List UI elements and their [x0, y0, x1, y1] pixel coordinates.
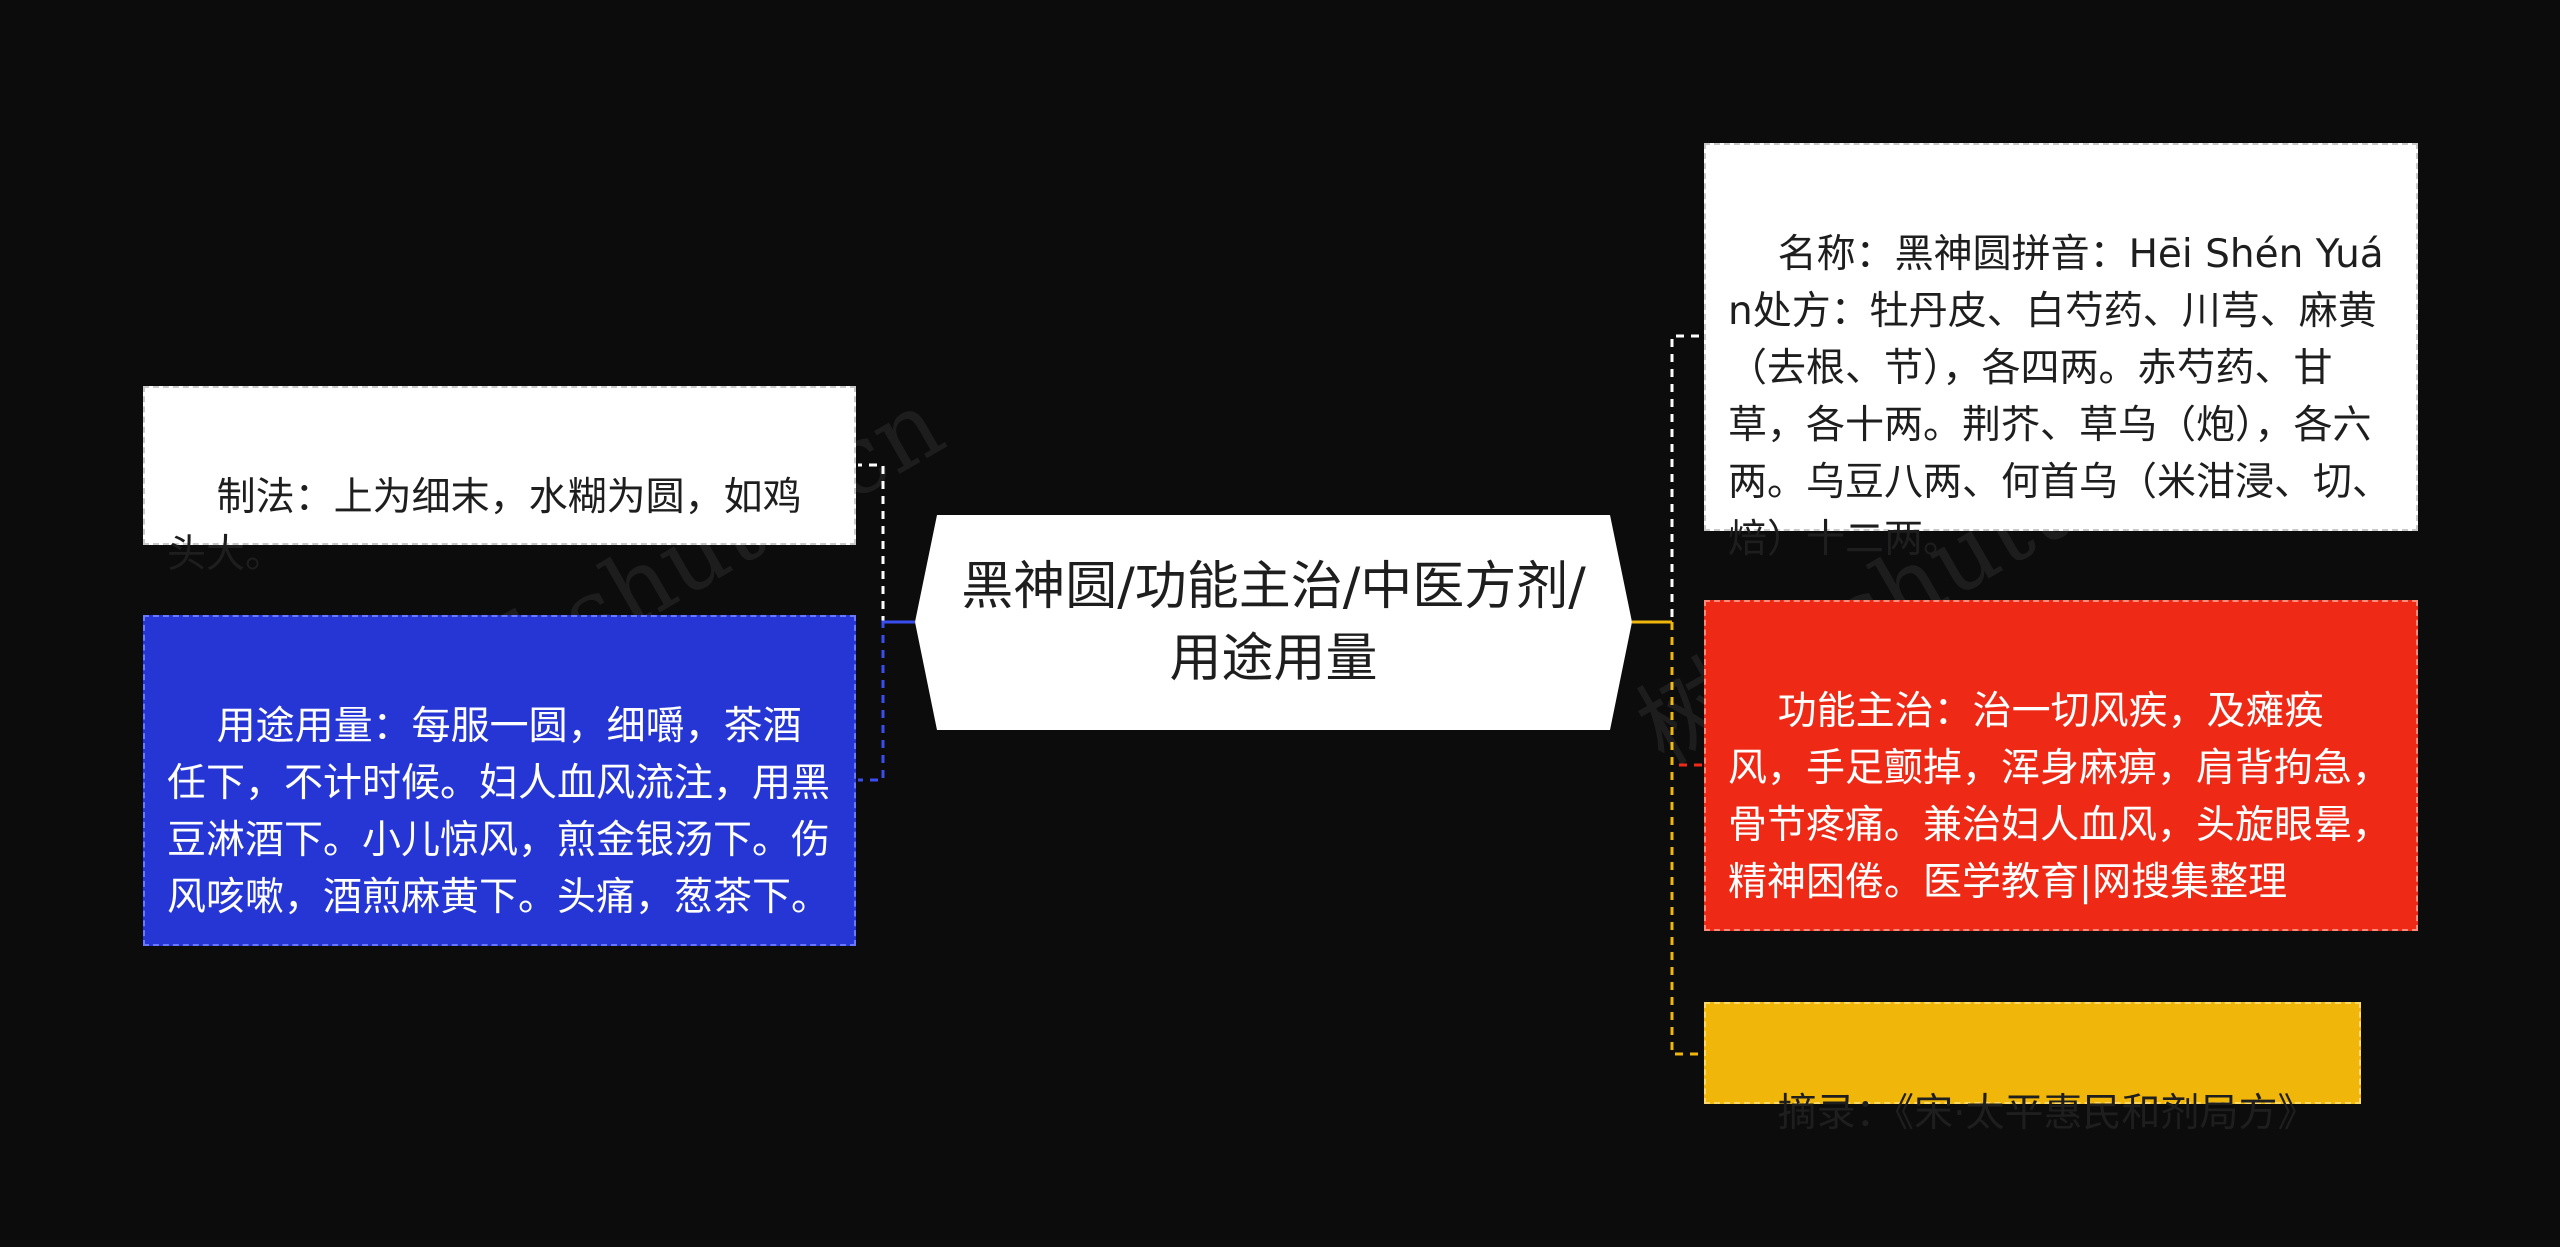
usage-node[interactable]: 用途用量：每服一圆，细嚼，茶酒任下，不计时候。妇人血风流注，用黑豆淋酒下。小儿惊… — [143, 615, 856, 946]
central-topic-text: 黑神圆/功能主治/中医方剂/用途用量 — [961, 556, 1586, 689]
method-text: 制法：上为细末，水糊为圆，如鸡头大。 — [167, 475, 802, 577]
usage-text: 用途用量：每服一圆，细嚼，茶酒任下，不计时候。妇人血风流注，用黑豆淋酒下。小儿惊… — [167, 704, 831, 920]
connector-usage — [858, 620, 915, 782]
central-topic[interactable]: 黑神圆/功能主治/中医方剂/用途用量 — [915, 515, 1632, 730]
connector-source — [1670, 622, 1704, 1056]
connector-method — [858, 463, 915, 624]
name-node[interactable]: 名称：黑神圆拼音：Hēi Shén Yuán处方：牡丹皮、白芍药、川芎、麻黄（去… — [1704, 143, 2418, 562]
method-node[interactable]: 制法：上为细末，水糊为圆，如鸡头大。 — [143, 386, 856, 577]
function-node[interactable]: 功能主治：治一切风疾，及瘫痪风，手足颤掉，浑身麻痹，肩背拘急，骨节疼痛。兼治妇人… — [1704, 600, 2418, 931]
name-text: 名称：黑神圆拼音：Hēi Shén Yuán处方：牡丹皮、白芍药、川芎、麻黄（去… — [1728, 232, 2392, 562]
connector-name — [1632, 334, 1704, 624]
connector-function — [1670, 622, 1704, 767]
source-node[interactable]: 摘录：《宋·太平惠民和剂局方》 — [1704, 1002, 2361, 1136]
source-text: 摘录：《宋·太平惠民和剂局方》 — [1777, 1091, 2317, 1136]
function-text: 功能主治：治一切风疾，及瘫痪风，手足颤掉，浑身麻痹，肩背拘急，骨节疼痛。兼治妇人… — [1728, 689, 2392, 905]
